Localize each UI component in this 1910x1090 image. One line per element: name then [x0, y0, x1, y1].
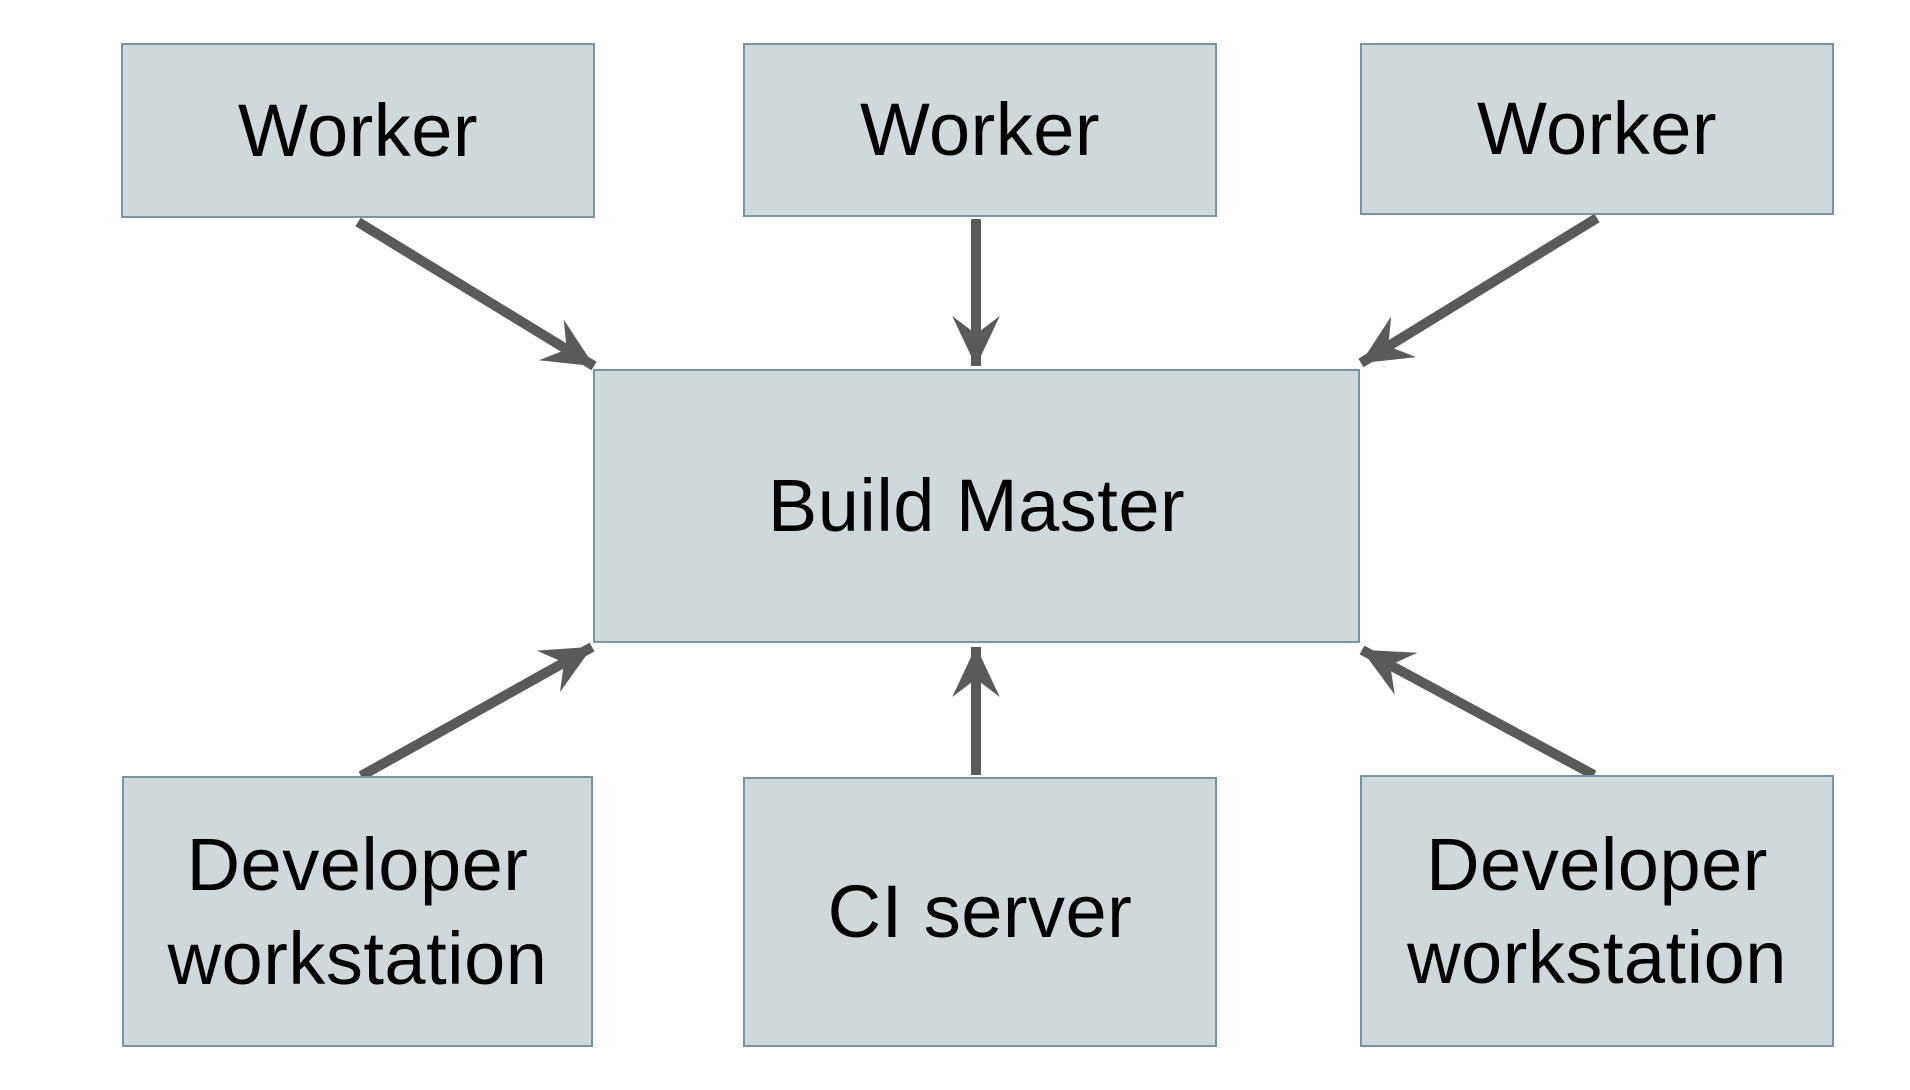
node-worker-3-label: Worker: [1476, 87, 1718, 171]
node-worker-1-label: Worker: [237, 88, 479, 172]
node-worker-2: Worker: [743, 43, 1217, 217]
node-developer-workstation-1: Developer workstation: [122, 776, 593, 1047]
node-ci-server-label: CI server: [827, 870, 1133, 954]
edge-developer-workstation-1-to-build-master: [358, 642, 595, 781]
edge-worker-1-to-build-master: [355, 217, 597, 371]
node-developer-workstation-2: Developer workstation: [1360, 775, 1834, 1047]
node-developer-workstation-1-label: Developer workstation: [167, 823, 548, 1000]
edge-developer-workstation-2-to-build-master: [1359, 645, 1597, 780]
node-developer-workstation-2-label: Developer workstation: [1407, 822, 1787, 999]
node-ci-server: CI server: [743, 777, 1217, 1047]
node-build-master-label: Build Master: [767, 464, 1186, 548]
node-worker-1: Worker: [121, 43, 595, 218]
node-worker-2-label: Worker: [859, 88, 1101, 172]
node-build-master: Build Master: [593, 369, 1360, 643]
node-worker-3: Worker: [1360, 43, 1834, 215]
edge-worker-3-to-build-master: [1358, 213, 1600, 368]
